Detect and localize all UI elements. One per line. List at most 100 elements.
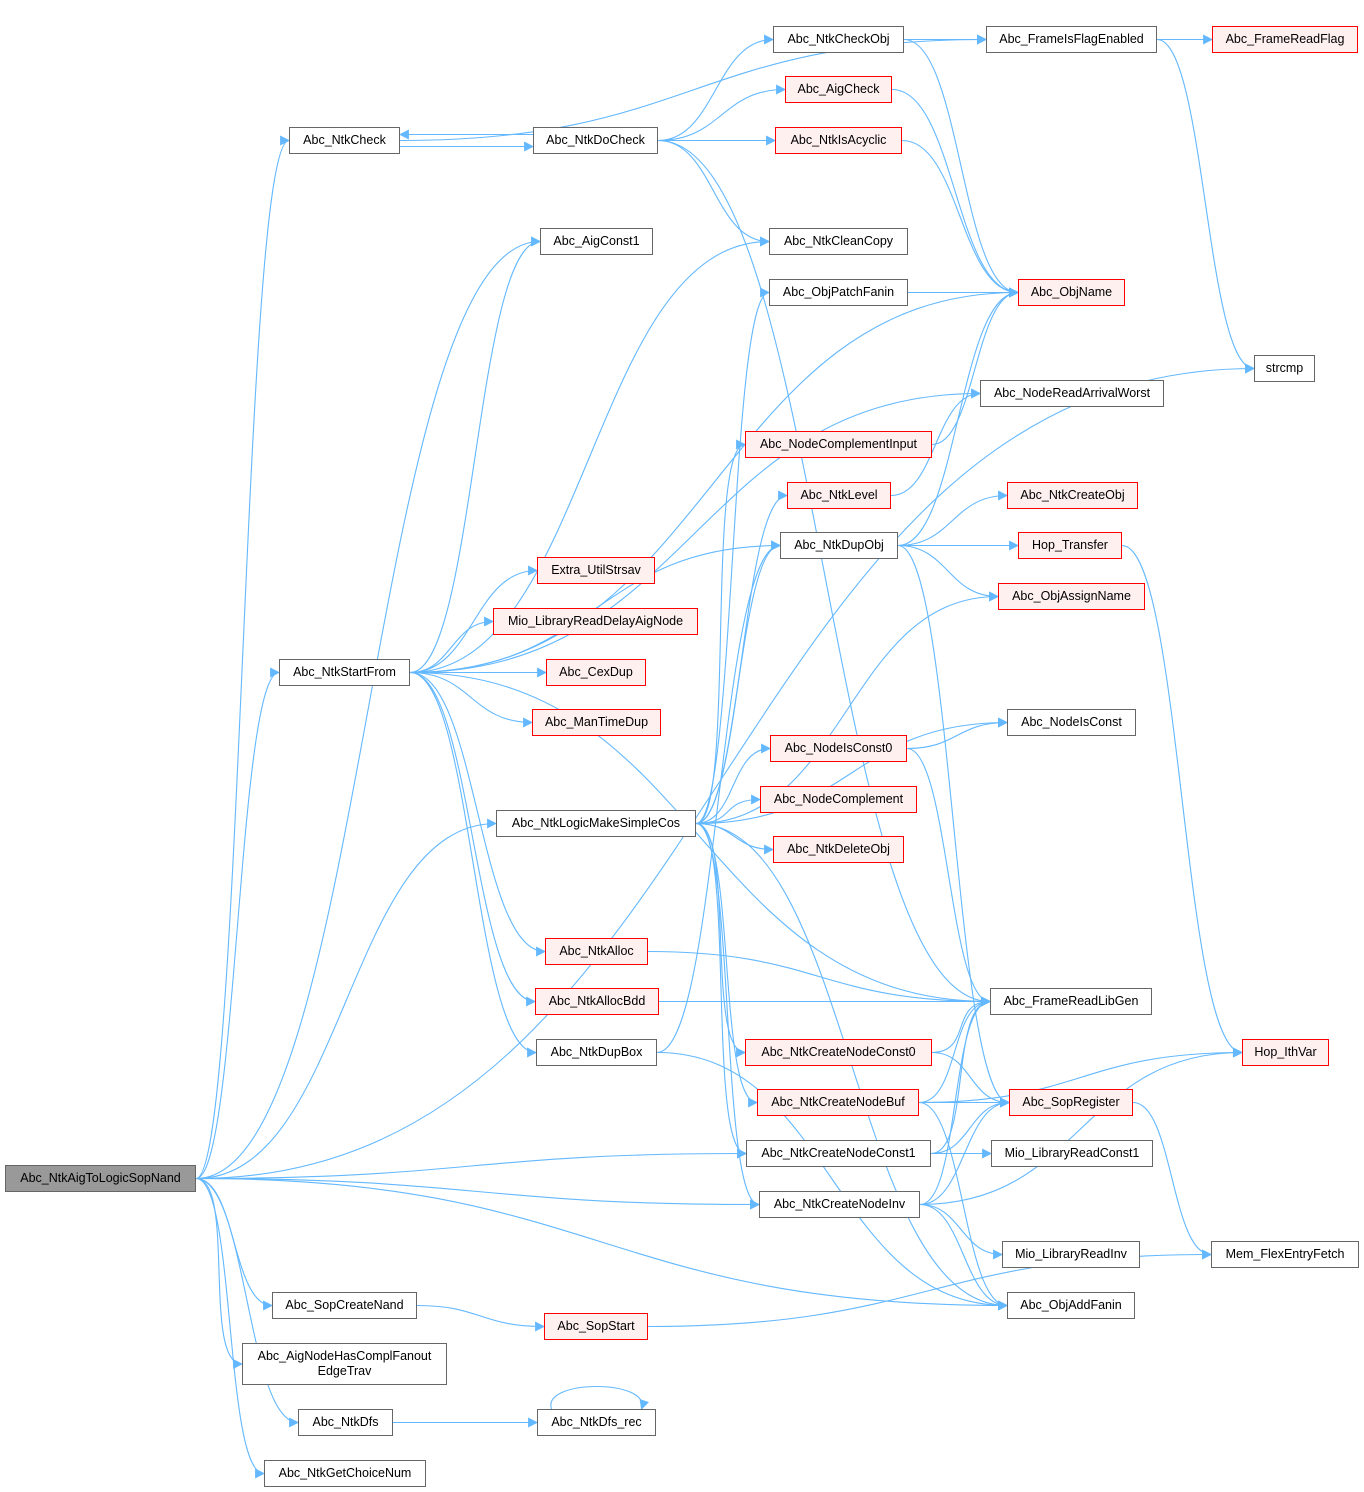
node-mem-flexentryfetch[interactable]: Mem_FlexEntryFetch xyxy=(1211,1241,1359,1268)
node-abc-aigconst1[interactable]: Abc_AigConst1 xyxy=(540,228,653,255)
node-abc-ntkgetchoicenum[interactable]: Abc_NtkGetChoiceNum xyxy=(264,1460,426,1487)
node-abc-nodecomplementinput[interactable]: Abc_NodeComplementInput xyxy=(745,431,932,458)
edge-ntkalloc-to-framereadlibgen xyxy=(647,950,991,1007)
edge-ntklogicmake-to-createconst0 xyxy=(695,822,746,1058)
edge-ntkdocheck-to-ntkcheckobj xyxy=(657,34,774,142)
node-abc-mantimedup[interactable]: Abc_ManTimeDup xyxy=(532,709,661,736)
node-abc-ntkcreatenodeinv[interactable]: Abc_NtkCreateNodeInv xyxy=(759,1191,920,1218)
edge-ntkdupbox-to-objaddfanin xyxy=(656,1051,1008,1311)
node-abc-aignodehascomplfanoutedgetrav[interactable]: Abc_AigNodeHasComplFanout EdgeTrav xyxy=(242,1343,447,1385)
edge-createconst1-to-framereadlibgen xyxy=(930,996,991,1155)
node-strcmp[interactable]: strcmp xyxy=(1254,355,1315,382)
node-abc-ntkaigtologicsopnand: Abc_NtkAigToLogicSopNand xyxy=(5,1165,196,1192)
node-abc-objaddfanin[interactable]: Abc_ObjAddFanin xyxy=(1007,1292,1135,1319)
edge-ntkstartfrom-to-aigconst1 xyxy=(409,236,541,674)
edge-createinv-to-hopithvar xyxy=(919,1047,1243,1206)
edge-createinv-to-objaddfanin xyxy=(919,1203,1008,1311)
edge-ntkstartfrom-to-objname xyxy=(409,287,1019,674)
node-abc-ntkcheckobj[interactable]: Abc_NtkCheckObj xyxy=(773,26,904,53)
node-abc-sopcreatenand[interactable]: Abc_SopCreateNand xyxy=(272,1292,417,1319)
node-abc-cexdup[interactable]: Abc_CexDup xyxy=(546,659,646,686)
node-abc-ntkcreateobj[interactable]: Abc_NtkCreateObj xyxy=(1007,482,1138,509)
node-abc-ntkcreatenodeconst0[interactable]: Abc_NtkCreateNodeConst0 xyxy=(745,1039,932,1066)
node-abc-ntkdfs-rec[interactable]: Abc_NtkDfs_rec xyxy=(537,1409,656,1436)
edge-ntkdupobj-to-objname xyxy=(897,287,1019,547)
edge-root-to-ntkgetchoice xyxy=(195,1177,265,1479)
edge-root-to-ntkcheck xyxy=(195,135,290,1180)
edge-ntkdupobj-to-sopregister xyxy=(897,544,1010,1108)
edge-root-to-strcmp xyxy=(195,363,1255,1180)
node-abc-ntkstartfrom[interactable]: Abc_NtkStartFrom xyxy=(279,659,410,686)
node-abc-sopregister[interactable]: Abc_SopRegister xyxy=(1009,1089,1133,1116)
edge-createbuf-to-framereadlibgen xyxy=(918,996,991,1104)
edge-frameisflag-to-strcmp xyxy=(1156,38,1255,374)
edge-createbuf-to-hopithvar xyxy=(918,1047,1243,1104)
node-abc-objassignname[interactable]: Abc_ObjAssignName xyxy=(998,583,1145,610)
edge-nodecomplinput-to-objname xyxy=(931,287,1019,446)
node-abc-nodecomplement[interactable]: Abc_NodeComplement xyxy=(760,786,917,813)
edge-ntklogicmake-to-nodeisconst xyxy=(695,717,1008,825)
edge-ntkstartfrom-to-mantimedup xyxy=(409,671,533,728)
node-hop-ithvar[interactable]: Hop_IthVar xyxy=(1242,1039,1329,1066)
edge-ntklogicmake-to-nodeisconst0 xyxy=(695,743,771,825)
edge-root-to-objaddfanin xyxy=(195,1177,1008,1311)
edge-root-to-aigconst1 xyxy=(195,236,541,1180)
edge-ntklogicmake-to-nodecomplement xyxy=(695,794,761,825)
edge-createinv-to-framereadlibgen xyxy=(919,996,991,1206)
node-mio-libraryreadinv[interactable]: Mio_LibraryReadInv xyxy=(1002,1241,1140,1268)
node-abc-ntkcleancopy[interactable]: Abc_NtkCleanCopy xyxy=(769,228,908,255)
node-abc-objpatchfanin[interactable]: Abc_ObjPatchFanin xyxy=(769,279,908,306)
node-abc-ntkdfs[interactable]: Abc_NtkDfs xyxy=(298,1409,393,1436)
edge-ntkstartfrom-to-nodereadarrival xyxy=(409,388,981,674)
node-abc-nodereadarrivalworst[interactable]: Abc_NodeReadArrivalWorst xyxy=(980,380,1164,407)
edge-root-to-createinv xyxy=(195,1177,760,1210)
node-abc-framereadflag[interactable]: Abc_FrameReadFlag xyxy=(1212,26,1358,53)
edge-ntkdupbox-to-ntkdupobj xyxy=(656,540,781,1054)
edge-ntkstartfrom-to-miolibdelay xyxy=(409,616,494,674)
node-abc-ntkcreatenodeconst1[interactable]: Abc_NtkCreateNodeConst1 xyxy=(746,1140,931,1167)
node-abc-sopstart[interactable]: Abc_SopStart xyxy=(544,1313,648,1340)
node-abc-aigcheck[interactable]: Abc_AigCheck xyxy=(785,76,892,103)
node-abc-ntkdupbox[interactable]: Abc_NtkDupBox xyxy=(536,1039,657,1066)
edge-createbuf-to-objaddfanin xyxy=(918,1101,1008,1311)
edge-ntkisacyclic-to-objname xyxy=(901,139,1019,298)
edge-ntkdocheck-to-ntkcleancopy xyxy=(657,139,770,247)
node-abc-ntkdeleteobj[interactable]: Abc_NtkDeleteObj xyxy=(773,836,904,863)
edge-aigcheck-to-objname xyxy=(891,88,1019,298)
edge-ntklogicmake-to-createinv xyxy=(695,822,760,1210)
edge-ntkdfsrec-to-ntkdfsrec xyxy=(550,1385,649,1410)
edge-ntkstartfrom-to-ntkdupbox xyxy=(409,671,537,1058)
edge-nodeisconst0-to-framereadlibgen xyxy=(906,747,991,1007)
edge-createconst0-to-framereadlibgen xyxy=(931,996,991,1054)
edge-ntkstartfrom-to-framereadlibgen xyxy=(409,671,991,1007)
edge-ntkcheckobj-to-objname xyxy=(903,38,1019,298)
edge-ntklevel-to-nodereadarrival xyxy=(890,388,981,497)
node-abc-ntkcheck[interactable]: Abc_NtkCheck xyxy=(289,127,400,154)
node-abc-nodeisconst0[interactable]: Abc_NodeIsConst0 xyxy=(770,735,907,762)
edge-root-to-ntkdfs xyxy=(195,1177,299,1428)
edge-createinv-to-sopregister xyxy=(919,1097,1010,1206)
node-abc-ntkalloc[interactable]: Abc_NtkAlloc xyxy=(545,938,648,965)
node-abc-ntkisacyclic[interactable]: Abc_NtkIsAcyclic xyxy=(775,127,902,154)
node-abc-ntkdupobj[interactable]: Abc_NtkDupObj xyxy=(780,532,898,559)
edge-sopcreatenand-to-sopstart xyxy=(416,1304,545,1332)
node-abc-ntklogicmakesimplecos[interactable]: Abc_NtkLogicMakeSimpleCos xyxy=(496,810,696,837)
edge-ntklogicmake-to-objassignname xyxy=(695,591,999,825)
node-extra-utilstrsav[interactable]: Extra_UtilStrsav xyxy=(537,557,655,584)
edge-ntkstartfrom-to-ntkcleancopy xyxy=(409,236,770,674)
node-mio-libraryreaddelayaignode[interactable]: Mio_LibraryReadDelayAigNode xyxy=(493,608,698,635)
node-abc-frameisflagenabled[interactable]: Abc_FrameIsFlagEnabled xyxy=(986,26,1157,53)
node-abc-ntkdocheck[interactable]: Abc_NtkDoCheck xyxy=(533,127,658,154)
node-abc-objname[interactable]: Abc_ObjName xyxy=(1018,279,1125,306)
node-abc-ntklevel[interactable]: Abc_NtkLevel xyxy=(787,482,891,509)
node-abc-framereadlibgen[interactable]: Abc_FrameReadLibGen xyxy=(990,988,1152,1015)
edge-ntkstartfrom-to-ntkallocbdd xyxy=(409,671,536,1007)
edge-ntklogicmake-to-createconst1 xyxy=(695,822,747,1159)
node-hop-transfer[interactable]: Hop_Transfer xyxy=(1018,532,1122,559)
node-abc-ntkallocbdd[interactable]: Abc_NtkAllocBdd xyxy=(535,988,659,1015)
node-mio-libraryreadconst1[interactable]: Mio_LibraryReadConst1 xyxy=(991,1140,1153,1167)
node-abc-ntkcreatenodebuf[interactable]: Abc_NtkCreateNodeBuf xyxy=(757,1089,919,1116)
edge-createconst1-to-sopregister xyxy=(930,1097,1010,1155)
node-abc-nodeisconst[interactable]: Abc_NodeIsConst xyxy=(1007,709,1136,736)
